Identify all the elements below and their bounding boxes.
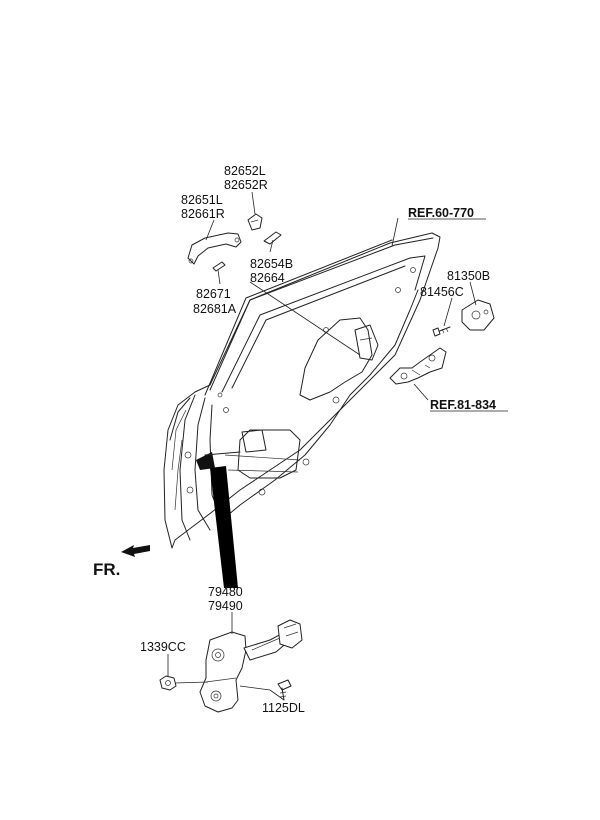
label-79480: 79480 (208, 585, 243, 599)
label-81350b: 81350B (447, 269, 490, 283)
latch-assembly (389, 299, 495, 385)
leader-lines (167, 191, 477, 701)
door-check-assembly (159, 619, 303, 713)
front-label: FR. (93, 560, 120, 579)
label-82652l: 82652L (224, 164, 266, 178)
front-arrow-icon (121, 545, 150, 557)
ref-latch-label: REF.81-834 (430, 398, 496, 412)
label-79490: 79490 (208, 599, 243, 613)
label-82681a: 82681A (193, 302, 237, 316)
outside-handle-assembly (187, 213, 282, 272)
label-1125dl: 1125DL (262, 701, 305, 715)
label-82652r: 82652R (224, 178, 268, 192)
label-82651l: 82651L (181, 193, 223, 207)
front-direction-indicator: FR. (93, 545, 150, 579)
label-81456c: 81456C (420, 285, 464, 299)
label-82654b: 82654B (250, 257, 293, 271)
label-1339cc: 1339CC (140, 640, 186, 654)
label-82671: 82671 (196, 287, 231, 301)
ref-door-label: REF.60-770 (408, 206, 474, 220)
door-inner-panel (163, 232, 441, 588)
label-82661r: 82661R (181, 207, 225, 221)
label-82664: 82664 (250, 271, 285, 285)
